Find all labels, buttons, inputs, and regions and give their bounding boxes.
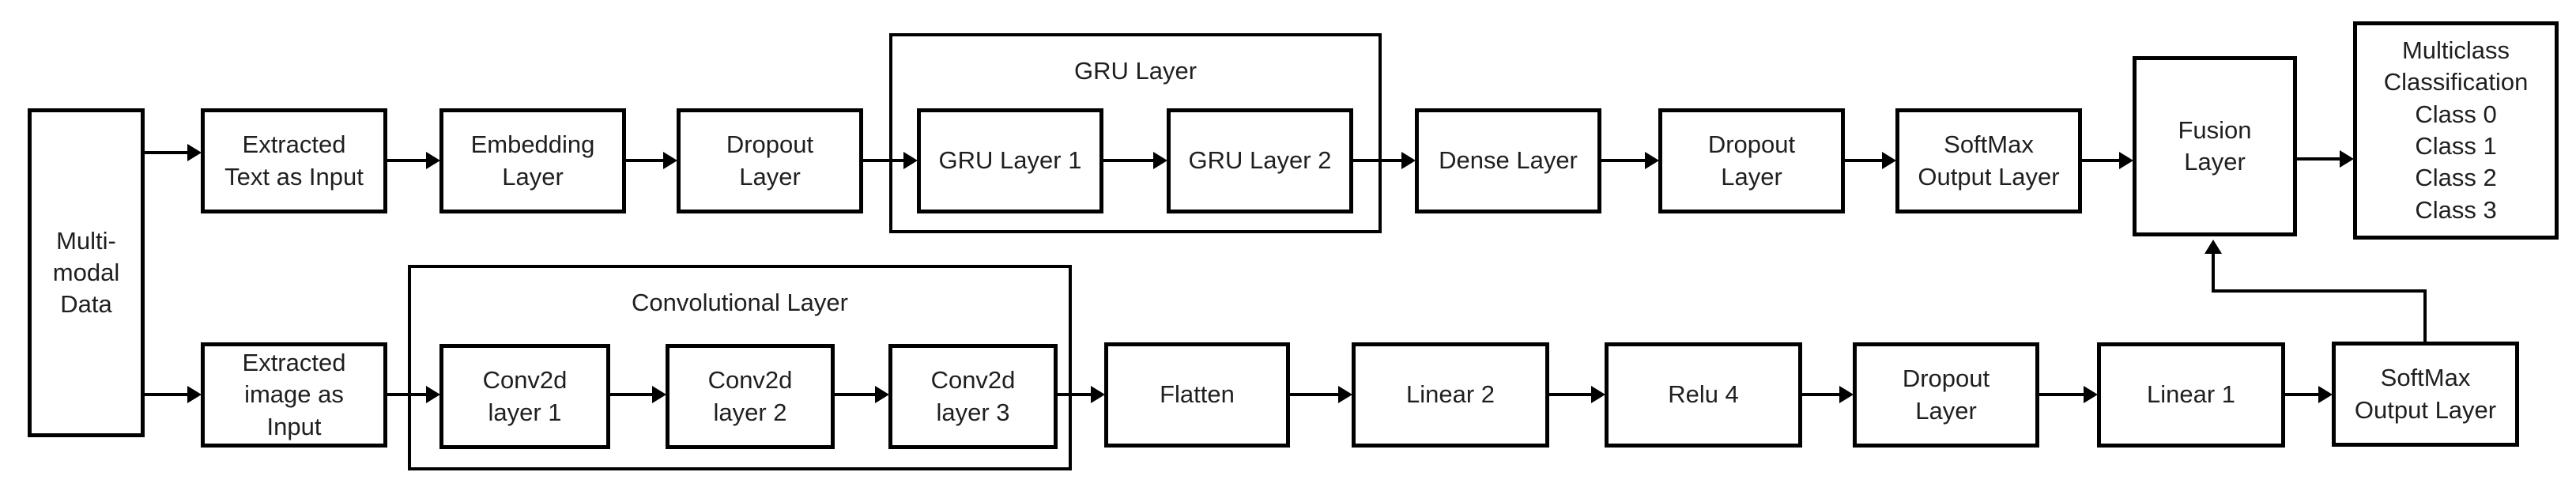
connector-softmax-image-horizontal (2213, 289, 2427, 293)
arrow-conv1-to-conv2 (610, 386, 666, 403)
arrow-dense-to-dropout2 (1601, 152, 1659, 169)
node-gru-layer-2-label: GRU Layer 2 (1188, 146, 1332, 175)
node-dense-layer: Dense Layer (1415, 108, 1601, 213)
node-embedding-layer: Embedding Layer (439, 108, 626, 213)
arrow-softmax-text-to-fusion (2082, 152, 2133, 169)
node-dropout-layer-2-label: Dropout Layer (1707, 130, 1796, 191)
node-flatten: Flatten (1104, 342, 1290, 448)
node-multimodal-data-label: Multi- modal Data (52, 226, 120, 319)
node-gru-layer-1: GRU Layer 1 (917, 108, 1103, 213)
node-embedding-layer-label: Embedding Layer (470, 130, 595, 191)
node-fusion-layer-label: Fusion Layer (2178, 115, 2252, 176)
arrow-dropout-to-gru1 (863, 152, 918, 169)
arrow-linear2-to-relu4 (1549, 386, 1605, 403)
node-softmax-output-text-label: SoftMax Output Layer (1918, 130, 2060, 191)
node-linear-2-label: Linear 2 (1405, 380, 1495, 409)
node-conv2d-layer-1-label: Conv2d layer 1 (482, 366, 568, 426)
arrow-gru1-to-gru2 (1103, 152, 1167, 169)
arrow-multimodal-to-extracted-text (145, 144, 202, 161)
arrow-fusion-to-multiclass (2297, 150, 2354, 168)
node-dropout-layer-text: Dropout Layer (677, 108, 863, 213)
arrow-conv3-to-flatten (1058, 386, 1105, 403)
node-conv2d-layer-1: Conv2d layer 1 (439, 344, 610, 449)
node-dropout-layer-text-label: Dropout Layer (726, 130, 814, 191)
node-conv2d-layer-2: Conv2d layer 2 (666, 344, 835, 449)
arrow-flatten-to-linear2 (1290, 386, 1352, 403)
gru-layer-container-label: GRU Layer (1073, 57, 1197, 85)
node-gru-layer-1-label: GRU Layer 1 (938, 146, 1082, 175)
node-conv2d-layer-3: Conv2d layer 3 (888, 344, 1058, 449)
connector-softmax-image-vertical (2423, 289, 2427, 342)
node-flatten-label: Flatten (1160, 380, 1235, 409)
node-linear-2: Linear 2 (1352, 342, 1549, 448)
arrow-multimodal-to-extracted-image (145, 386, 202, 403)
node-softmax-output-image: SoftMax Output Layer (2332, 342, 2519, 447)
node-linear-1-label: Linear 1 (2146, 380, 2236, 409)
arrow-embedding-to-dropout (626, 152, 677, 169)
node-multiclass-classification-label: Multiclass Classification Class 0 Class … (2383, 36, 2529, 224)
node-gru-layer-2: GRU Layer 2 (1167, 108, 1353, 213)
arrow-conv2-to-conv3 (835, 386, 889, 403)
arrow-dropout3-to-linear1 (2039, 386, 2098, 403)
arrow-linear1-to-softmax-image (2285, 386, 2333, 403)
node-extracted-text-label: Extracted Text as Input (224, 130, 364, 191)
node-relu-4: Relu 4 (1605, 342, 1802, 448)
node-conv2d-layer-3-label: Conv2d layer 3 (930, 366, 1016, 426)
arrow-relu4-to-dropout3 (1802, 386, 1854, 403)
node-softmax-output-image-label: SoftMax Output Layer (2354, 364, 2497, 424)
node-extracted-image-label: Extracted image as Input (242, 349, 346, 440)
node-extracted-image: Extracted image as Input (201, 342, 387, 448)
node-multimodal-data: Multi- modal Data (28, 108, 145, 437)
node-linear-1: Linear 1 (2097, 342, 2285, 448)
node-fusion-layer: Fusion Layer (2133, 56, 2297, 236)
node-dropout-layer-image-label: Dropout Layer (1902, 364, 1990, 425)
node-multiclass-classification: Multiclass Classification Class 0 Class … (2353, 21, 2559, 240)
arrow-softmax-image-to-fusion (2204, 240, 2222, 293)
node-softmax-output-text: SoftMax Output Layer (1895, 108, 2082, 213)
node-conv2d-layer-2-label: Conv2d layer 2 (707, 366, 793, 426)
arrow-gru2-to-dense (1353, 152, 1416, 169)
arrow-dropout2-to-softmax-text (1845, 152, 1896, 169)
node-relu-4-label: Relu 4 (1668, 380, 1739, 409)
node-dropout-layer-2: Dropout Layer (1658, 108, 1845, 213)
convolutional-layer-container-label: Convolutional Layer (631, 289, 848, 316)
node-dropout-layer-image: Dropout Layer (1853, 342, 2039, 448)
arrow-extracted-image-to-conv1 (387, 386, 440, 403)
node-extracted-text: Extracted Text as Input (201, 108, 387, 213)
arrow-extracted-text-to-embedding (387, 152, 440, 169)
node-dense-layer-label: Dense Layer (1439, 146, 1578, 175)
